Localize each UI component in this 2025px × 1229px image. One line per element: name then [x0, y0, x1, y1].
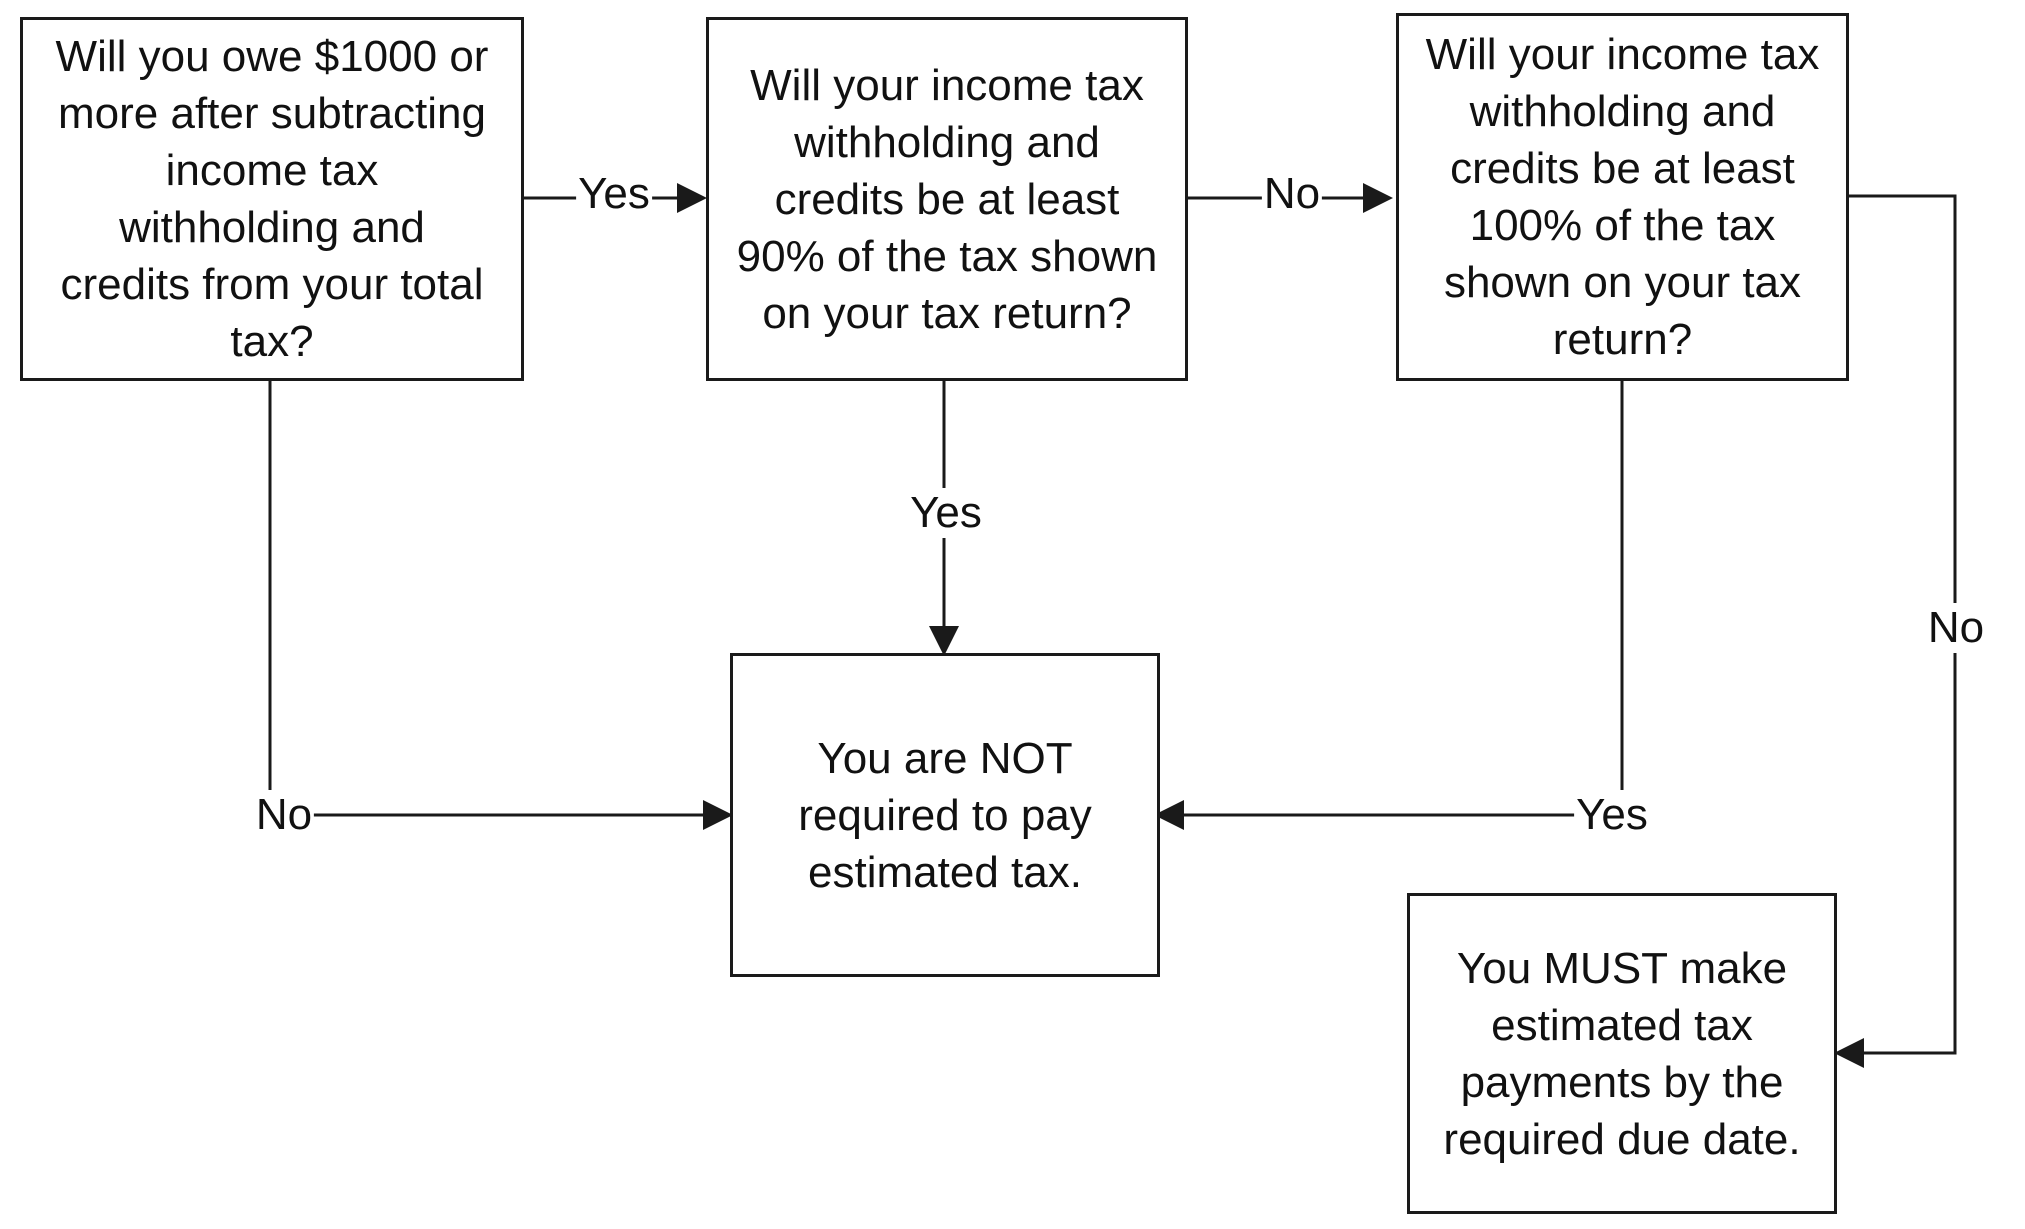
result-must-pay-text: You MUST make estimated tax payments by … — [1443, 943, 1801, 1164]
result-must-pay-box: You MUST make estimated tax payments by … — [1407, 893, 1837, 1214]
question-100-percent-text: Will your income tax withholding and cre… — [1425, 30, 1820, 364]
question-owe-1000-box: Will you owe $1000 or more after subtrac… — [20, 17, 524, 381]
edge-label-90-to-not-required: Yes — [908, 488, 984, 538]
connector-100-to-not-required — [1154, 379, 1624, 830]
edge-label-owe-to-not-required: No — [253, 790, 315, 840]
result-not-required-text: You are NOT required to pay estimated ta… — [798, 733, 1092, 897]
edge-label-100-to-must-pay: No — [1925, 603, 1987, 653]
question-90-percent-box: Will your income tax withholding and cre… — [706, 17, 1188, 381]
result-not-required-box: You are NOT required to pay estimated ta… — [730, 653, 1160, 977]
connector-owe-to-not-required — [268, 379, 733, 830]
question-90-percent-text: Will your income tax withholding and cre… — [736, 60, 1158, 338]
edge-label-90-to-100: No — [1261, 169, 1323, 219]
edge-label-100-to-not-required: Yes — [1574, 790, 1650, 840]
edge-label-owe-to-90: Yes — [576, 169, 652, 219]
question-owe-1000-text: Will you owe $1000 or more after subtrac… — [55, 32, 489, 366]
question-100-percent-box: Will your income tax withholding and cre… — [1396, 13, 1849, 381]
